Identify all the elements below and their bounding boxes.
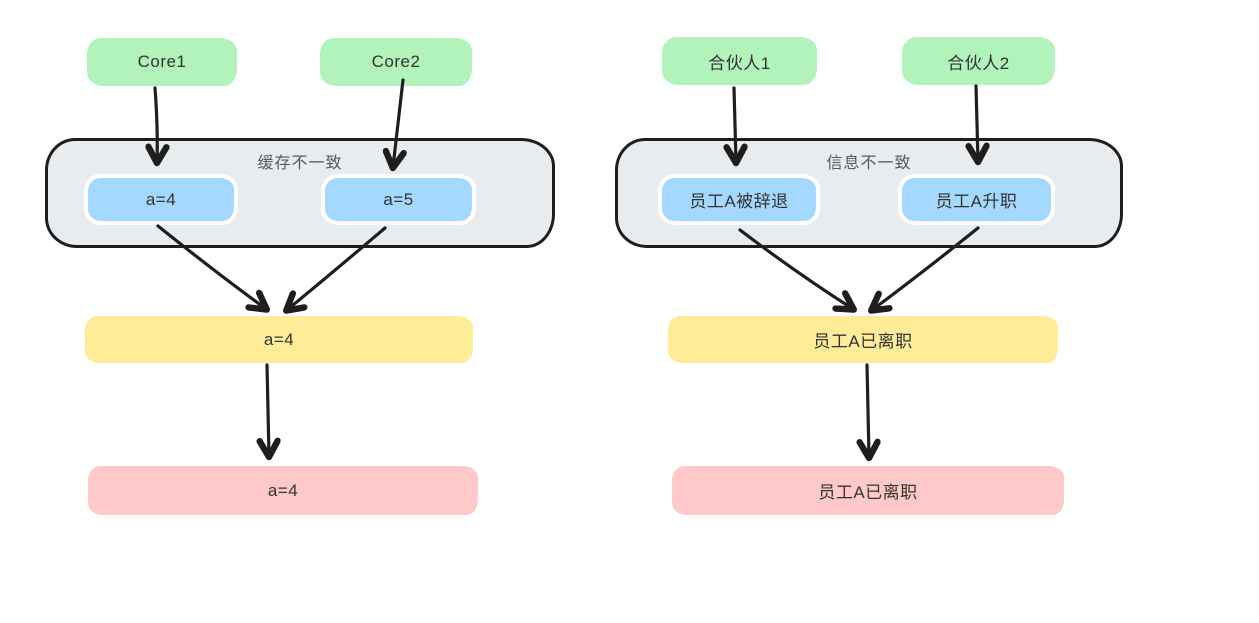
node-partner1-label: 合伙人1 (708, 53, 771, 73)
node-cache-a5-label: a=5 (383, 189, 414, 209)
node-result-right-label: 员工A已离职 (818, 483, 918, 502)
node-core1-label: Core1 (137, 52, 187, 71)
node-merged-right-label: 员工A已离职 (813, 332, 913, 351)
node-result-right: 员工A已离职 (672, 466, 1064, 515)
node-employee-promoted: 员工A升职 (898, 174, 1055, 225)
node-partner1: 合伙人1 (662, 37, 817, 85)
node-core1: Core1 (87, 38, 237, 86)
arrow-merge-to-result-left (267, 363, 269, 456)
node-core2: Core2 (320, 38, 472, 86)
group-info-inconsistency: 信息不一致 员工A被辞退 员工A升职 (615, 138, 1123, 248)
node-employee-fired-label: 员工A被辞退 (689, 192, 789, 211)
node-core2-label: Core2 (371, 52, 421, 71)
node-partner2: 合伙人2 (902, 37, 1055, 85)
node-merged-left-label: a=4 (263, 329, 295, 349)
node-partner2-label: 合伙人2 (947, 53, 1010, 73)
node-cache-a4-label: a=4 (145, 189, 177, 209)
arrow-merge-to-result-right (867, 363, 869, 457)
group-cache-inconsistency: 缓存不一致 a=4 a=5 (45, 138, 555, 248)
node-employee-fired: 员工A被辞退 (658, 174, 820, 225)
group-cache-inconsistency-label: 缓存不一致 (257, 155, 343, 172)
node-cache-a4: a=4 (84, 174, 238, 225)
node-merged-right: 员工A已离职 (668, 316, 1058, 363)
node-cache-a5: a=5 (321, 174, 476, 225)
group-info-inconsistency-label: 信息不一致 (826, 155, 912, 172)
node-result-left: a=4 (88, 466, 478, 515)
node-employee-promoted-label: 员工A升职 (935, 192, 1018, 211)
node-merged-left: a=4 (85, 316, 473, 363)
node-result-left-label: a=4 (267, 480, 299, 500)
